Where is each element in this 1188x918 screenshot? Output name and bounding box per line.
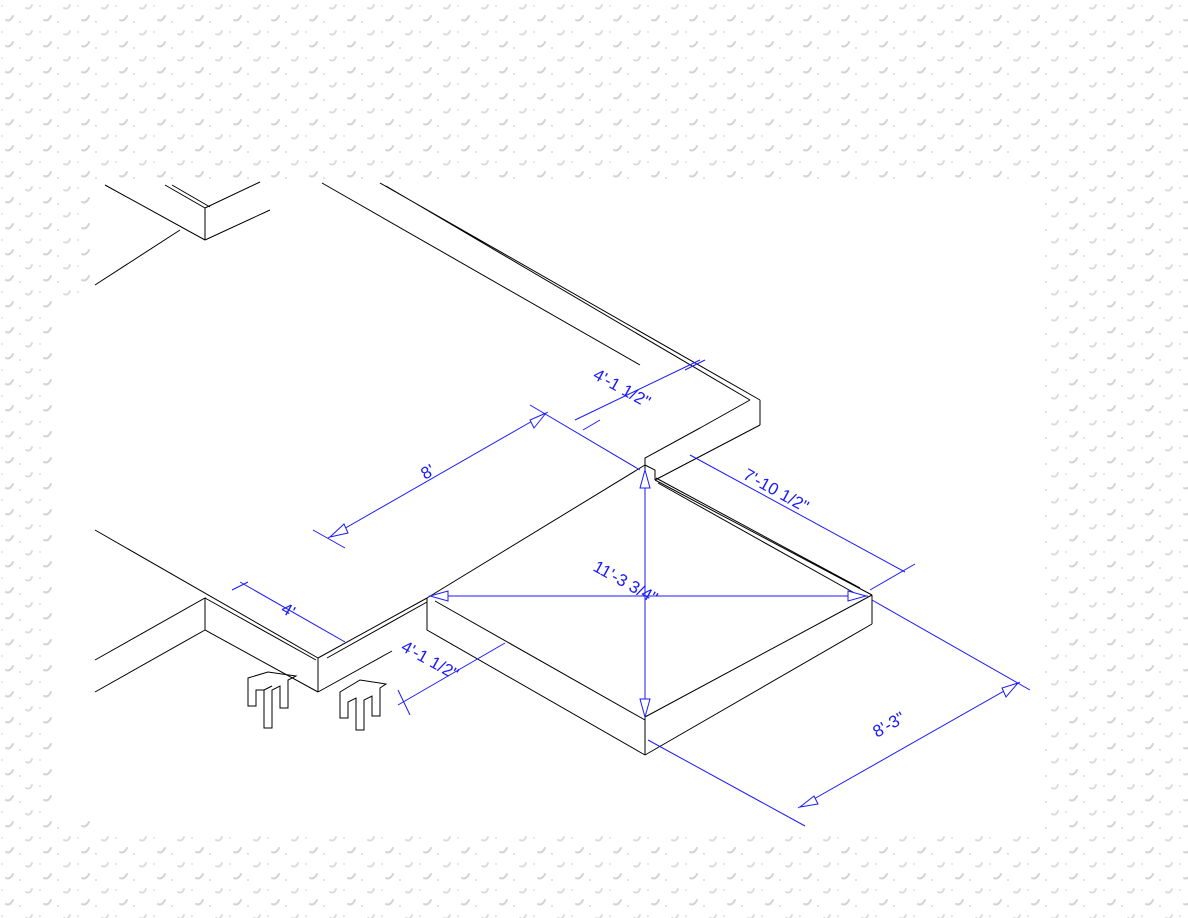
dim-line-upper-setback	[574, 359, 706, 431]
dim-line-diagonal-edge	[689, 454, 916, 591]
drawing-area-left	[52, 300, 112, 820]
dimension-arrows	[328, 412, 1020, 808]
corner-fragment	[94, 181, 271, 286]
door-symbol-right	[339, 679, 388, 731]
door-symbol-left	[247, 671, 298, 729]
arrow-cross-left	[428, 590, 449, 602]
arrow-cross-right	[847, 590, 868, 602]
dim-line-lower-setback	[397, 642, 506, 716]
dim-line-depth	[647, 599, 1031, 827]
arrow-eight-right	[529, 412, 547, 429]
slab-geometry	[94, 181, 873, 756]
dim-line-four-feet	[231, 581, 346, 643]
arrow-eight-left	[328, 523, 349, 538]
dimension-lines	[231, 359, 1031, 827]
upper-wall	[321, 182, 761, 425]
arrow-cross-bottom	[639, 698, 651, 719]
arrow-cross-top	[639, 468, 651, 489]
dim-line-cross-diagonal	[430, 470, 868, 717]
slab-edge	[426, 464, 873, 599]
left-wall	[94, 529, 428, 693]
drawing-area	[95, 270, 1045, 830]
arrow-depth-top	[1001, 682, 1020, 698]
pit-bottom-wall	[426, 594, 873, 756]
pit-right-wall	[655, 477, 873, 624]
dim-line-eight-feet	[312, 404, 641, 549]
arrow-depth-bottom	[799, 795, 819, 808]
